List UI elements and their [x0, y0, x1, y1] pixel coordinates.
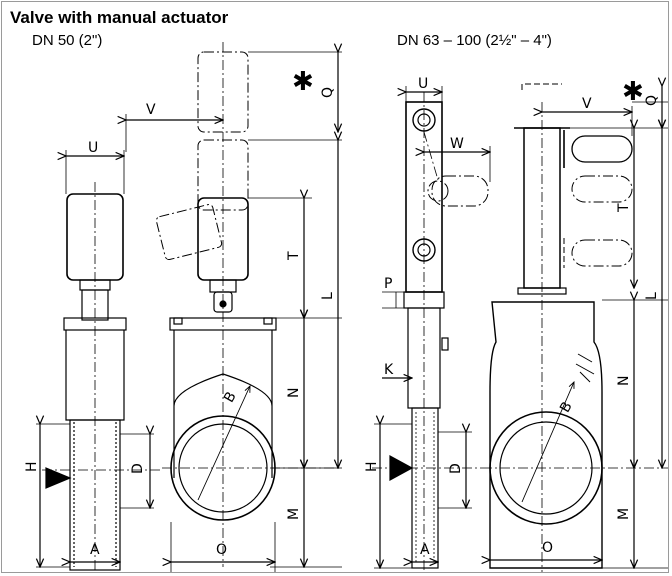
dim-label-m-left: M	[286, 508, 302, 520]
dim-label-d-right: D	[448, 463, 464, 474]
dn63-side-view	[372, 86, 490, 572]
dim-label-h-right: H	[364, 461, 380, 472]
dn63-front-view	[482, 84, 668, 572]
dim-label-n-left: N	[286, 388, 302, 398]
dim-label-t-left: T	[286, 251, 302, 261]
dim-label-q-right: Q	[644, 95, 660, 106]
subtitle-dn63-100: DN 63 – 100 (2½" – 4")	[397, 32, 552, 49]
dim-label-n-right: N	[616, 376, 632, 386]
dim-label-t-right: T	[616, 203, 632, 213]
dim-label-m-right: M	[616, 508, 632, 520]
figure-title: Valve with manual actuator	[10, 8, 229, 27]
subtitle-dn50: DN 50 (2")	[32, 32, 103, 49]
dim-label-p-right: P	[384, 276, 392, 292]
dn50-front-view	[126, 42, 342, 572]
dim-label-q-left: Q	[320, 87, 336, 98]
dim-label-d-left: D	[130, 463, 146, 474]
dim-label-b-left: B	[221, 389, 240, 405]
dim-label-w-right: W	[450, 136, 464, 152]
asterisk-note-left: ✱	[292, 67, 314, 97]
dim-label-k-right: K	[384, 362, 394, 378]
dim-label-v-left: V	[146, 102, 156, 118]
dim-label-o-left: O	[216, 542, 227, 558]
dim-label-o-right: O	[542, 540, 553, 556]
dim-label-u-right: U	[418, 76, 428, 92]
dim-label-u-left: U	[88, 140, 98, 156]
dim-label-l-left: L	[320, 292, 336, 300]
dim-label-l-right: L	[644, 292, 660, 300]
dim-label-v-right: V	[582, 96, 592, 112]
dim-label-h-left: H	[24, 461, 40, 472]
dim-label-a-right: A	[420, 542, 430, 558]
dim-label-a-left: A	[90, 542, 100, 558]
asterisk-note-right: ✱	[622, 77, 644, 107]
dn50-side-view	[36, 150, 162, 572]
